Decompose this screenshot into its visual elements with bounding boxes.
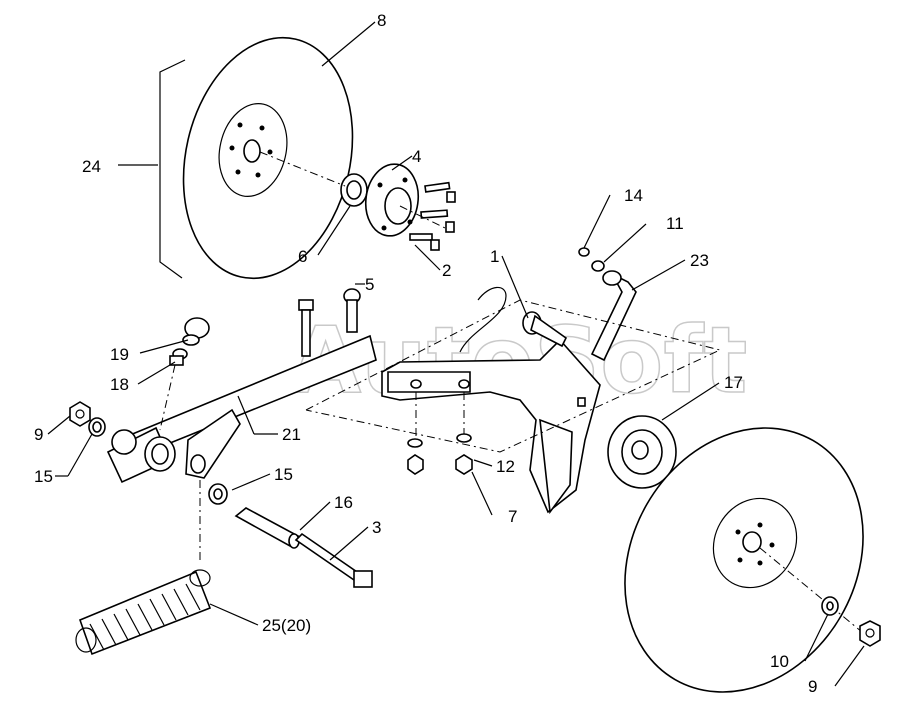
mount-screw (343, 288, 361, 333)
callout-18: 18 (110, 375, 129, 394)
scraper-arm (590, 270, 637, 362)
callout-8: 8 (377, 11, 386, 30)
shank-bracket (381, 286, 601, 515)
callout-5: 5 (365, 275, 374, 294)
nut-small (591, 260, 605, 272)
callout-6: 6 (298, 247, 307, 266)
grease-fitting-cap (182, 317, 210, 346)
grease-nipple (169, 348, 188, 366)
dust-cap (607, 415, 677, 489)
arm-bolt (298, 299, 314, 357)
disc-blade-lower (624, 427, 864, 693)
callout-1: 1 (490, 247, 499, 266)
callout-4: 4 (412, 147, 421, 166)
callout-25-20: 25(20) (262, 616, 311, 635)
nut-left (69, 401, 91, 427)
callout-10: 10 (770, 652, 789, 671)
tension-spring (75, 569, 212, 656)
bearing (340, 173, 368, 207)
leader-lines (47, 21, 865, 687)
lock-nuts (407, 454, 473, 475)
callout-2: 2 (442, 261, 451, 280)
callout-16: 16 (334, 493, 353, 512)
nut-lower (859, 620, 881, 647)
callout-23: 23 (690, 251, 709, 270)
callout-labels: 8 24 4 6 2 5 1 14 11 23 17 19 18 9 15 21… (34, 11, 817, 696)
washer-pair (407, 433, 472, 448)
bushing-pivot (208, 483, 228, 505)
callout-9-right: 9 (808, 677, 817, 696)
callout-21: 21 (282, 425, 301, 444)
washer-lower (821, 596, 839, 616)
hub-flange (364, 163, 420, 237)
callout-7: 7 (508, 507, 517, 526)
callout-14: 14 (624, 186, 643, 205)
assembly-bracket (159, 59, 186, 279)
disc-blade-upper (182, 36, 354, 280)
callout-11: 11 (666, 214, 684, 233)
callout-3: 3 (372, 518, 381, 537)
callout-17: 17 (724, 373, 743, 392)
sleeve (234, 507, 300, 549)
callout-19: 19 (110, 345, 129, 364)
callout-12: 12 (496, 457, 515, 476)
swing-arm (106, 334, 377, 484)
callout-15-pivot: 15 (274, 465, 293, 484)
hub-bolts (409, 181, 456, 251)
callout-9-left: 9 (34, 425, 43, 444)
callout-15-left: 15 (34, 467, 53, 486)
washer-small (578, 247, 590, 257)
callout-24: 24 (82, 157, 101, 176)
bushing-left (88, 417, 106, 437)
pivot-bolt (294, 532, 373, 588)
